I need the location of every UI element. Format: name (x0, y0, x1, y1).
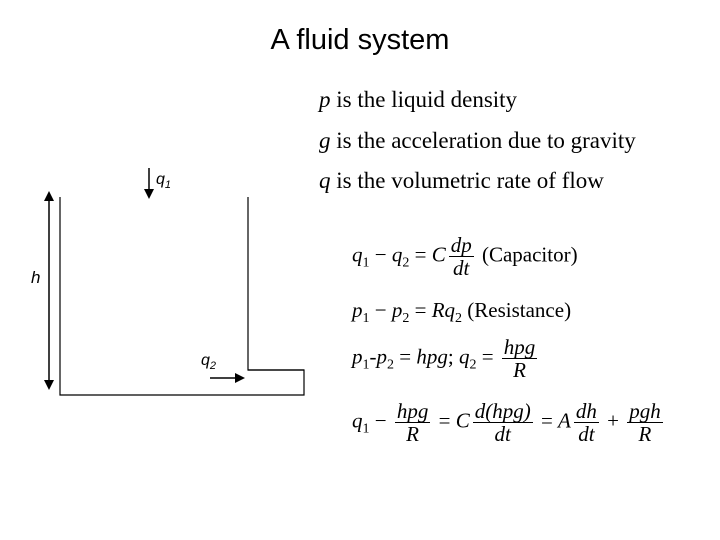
outflow-symbol: q (201, 352, 210, 369)
eq4-plus: + (601, 408, 625, 433)
outflow-subscript: 2 (209, 360, 217, 373)
slide-title: A fluid system (270, 24, 450, 56)
inflow-label: q1 (156, 171, 171, 191)
definition-symbol: g (319, 128, 331, 153)
eq3-q2: q (458, 344, 470, 369)
inflow-subscript: 1 (164, 179, 172, 192)
inflow-symbol: q (156, 171, 165, 188)
eq3-numerator: hpg (503, 335, 536, 359)
definition-text: is the volumetric rate of flow (330, 168, 604, 193)
eq3-p1: p (352, 344, 363, 369)
eq4-q1-sub: 1 (362, 421, 370, 437)
eq3-separator: ; (447, 344, 459, 369)
eq1-coef: C (431, 242, 446, 267)
eq4-f4-numerator: pgh (629, 399, 661, 423)
eq4-f2-denominator: dt (494, 422, 511, 446)
eq2-minus: − (369, 298, 392, 322)
eq4-fraction-2: d(hpg)dt (472, 399, 533, 446)
eq2-p2-sub: 2 (402, 311, 410, 326)
outflow-label: q2 (201, 352, 216, 372)
eq3-dash: - (369, 344, 377, 369)
eq2-equals: = (409, 298, 432, 322)
resistance-equation: p1 − p2 = Rq2 (Resistance) (352, 298, 571, 327)
eq4-coef: C (455, 408, 470, 433)
eq3-denominator: R (513, 358, 526, 382)
eq3-p1-sub: 1 (362, 357, 370, 373)
eq1-q1-sub: 1 (362, 255, 370, 271)
height-label: h (31, 268, 41, 287)
eq4-f1-numerator: hpg (396, 399, 429, 423)
definition-flow: q is the volumetric rate of flow (319, 168, 604, 194)
eq3-equals2: = (476, 344, 499, 369)
eq1-denominator: dt (453, 256, 470, 280)
eq1-q2: q (391, 242, 403, 267)
eq2-p1-sub: 1 (362, 311, 370, 326)
eq4-q1: q (352, 408, 363, 433)
eq4-coef2: A (558, 408, 571, 433)
eq4-equals: = (433, 408, 456, 433)
definition-text: is the liquid density (330, 87, 518, 112)
eq2-p1: p (352, 298, 363, 322)
eq1-q1: q (352, 242, 363, 267)
definition-symbol: q (319, 168, 331, 193)
definition-symbol: p (319, 87, 331, 112)
eq1-q2-sub: 2 (402, 255, 410, 271)
eq4-f1-denominator: R (406, 422, 419, 446)
eq3-rhs: hpg (416, 344, 448, 369)
eq4-f3-numerator: dh (575, 399, 597, 423)
eq4-f2-numerator: d(hpg) (474, 399, 531, 423)
eq1-equals: = (409, 242, 432, 267)
eq3-equals: = (394, 344, 417, 369)
eq2-rhs-sub: 2 (455, 311, 463, 326)
definition-gravity: g is the acceleration due to gravity (319, 128, 636, 154)
definition-density: p is the liquid density (319, 87, 517, 113)
eq4-equals2: = (535, 408, 559, 433)
eq2-rhs: Rq (431, 298, 456, 322)
eq4-f4-denominator: R (638, 422, 652, 446)
eq3-p2-sub: 2 (387, 357, 394, 373)
eq2-note: (Resistance) (462, 298, 572, 322)
eq4-f3-denominator: dt (578, 422, 595, 446)
eq2-p2: p (391, 298, 403, 322)
eq1-note: (Capacitor) (476, 242, 578, 267)
eq3-p2: p (376, 344, 388, 369)
definition-text: is the acceleration due to gravity (330, 128, 636, 153)
tank-outline (59, 197, 305, 396)
eq1-numerator: dp (450, 233, 472, 257)
eq4-minus: − (369, 408, 392, 433)
eq1-minus: − (369, 242, 392, 267)
eq3-q2-sub: 2 (469, 357, 477, 373)
